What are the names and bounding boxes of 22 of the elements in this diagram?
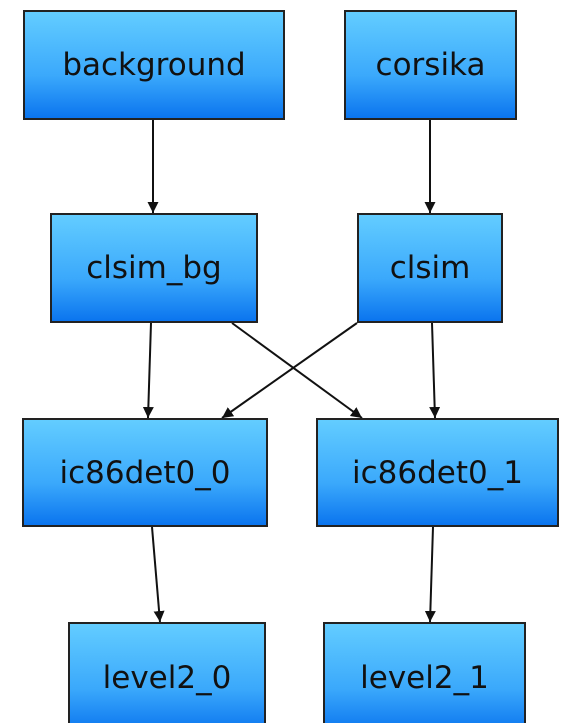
node-label: clsim_bg	[86, 250, 222, 286]
process-box	[68, 622, 266, 723]
arrow	[151, 526, 165, 622]
node-label: clsim	[390, 250, 470, 286]
node-label: level2_0	[102, 660, 232, 696]
node-label: background	[62, 47, 246, 83]
node-label: level2_1	[360, 660, 489, 696]
arrow	[424, 120, 436, 213]
process-box	[344, 10, 517, 120]
process-box	[357, 213, 503, 323]
arrow	[429, 322, 440, 418]
node-label: ic86det0_1	[352, 454, 523, 490]
node-label: ic86det0_0	[60, 454, 230, 490]
process-box	[323, 622, 526, 723]
process-box	[23, 10, 285, 120]
process-box	[22, 418, 268, 527]
node-label: corsika	[376, 47, 486, 83]
arrow	[424, 526, 436, 622]
process-box	[316, 418, 559, 527]
process-box	[50, 213, 258, 323]
arrow	[148, 120, 158, 213]
arrow	[142, 322, 154, 418]
